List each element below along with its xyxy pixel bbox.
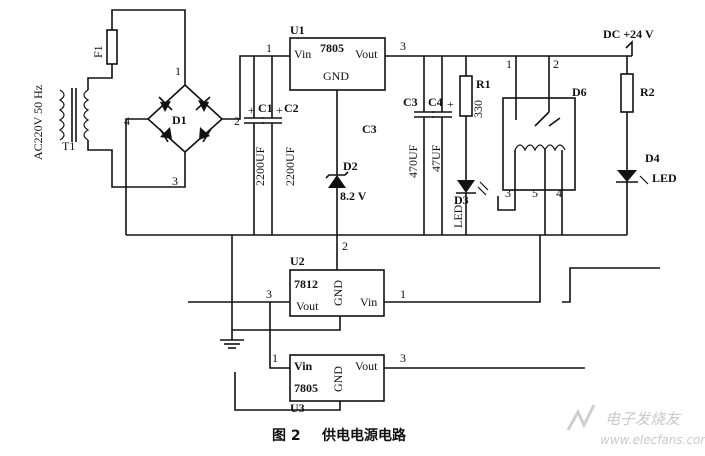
u2-pin1: 1 — [400, 287, 406, 301]
relay-pin3: 3 — [505, 186, 511, 200]
d6-ref: D6 — [572, 85, 587, 99]
c3-value: 470UF — [406, 144, 420, 178]
capacitor-c2 — [262, 56, 282, 235]
watermark-url: www.elecfans.com — [600, 433, 705, 447]
relay-coil — [514, 144, 566, 152]
regulator-u2 — [289, 269, 385, 317]
u3-pin3: 3 — [400, 351, 406, 365]
u2-ref: U2 — [290, 254, 305, 268]
bridge-pin-3: 3 — [172, 174, 178, 188]
r2-ref: R2 — [640, 85, 655, 99]
dc-arrow — [625, 40, 633, 56]
u3-vout: Vout — [355, 359, 378, 373]
relay-pin5: 5 — [532, 186, 538, 200]
watermark-logo — [566, 404, 596, 431]
svg-text:+: + — [447, 97, 454, 111]
c1-label: C1 — [258, 101, 273, 115]
u3-gnd: GND — [331, 366, 345, 392]
wire-bridge-pos — [222, 55, 290, 120]
bridge-pin-4: 4 — [124, 114, 130, 128]
resistor-r2 — [620, 73, 634, 113]
capacitor-c1 — [244, 56, 264, 235]
u3-pin1: 1 — [272, 351, 278, 365]
c4-value: 47UF — [429, 144, 443, 172]
relay-contact — [534, 111, 550, 127]
u1-pin3: 3 — [400, 39, 406, 53]
u3-ref: U3 — [290, 401, 305, 415]
d2-value: 8.2 V — [340, 189, 367, 203]
figure-title: 供电电源电路 — [321, 427, 407, 444]
fuse-f1 — [106, 29, 118, 65]
d4-ref: D4 — [645, 151, 660, 165]
c2-value: 2200UF — [283, 146, 297, 186]
u1-ref: U1 — [290, 23, 305, 37]
bridge-rectifier-d1 — [146, 83, 224, 154]
u2-vin: Vin — [360, 295, 377, 309]
d2-pin2: 2 — [342, 239, 348, 253]
bridge-pin-1: 1 — [175, 64, 181, 78]
regulator-u3 — [289, 354, 385, 402]
wire-secondary-bottom — [87, 140, 186, 188]
c3-label: C3 — [403, 95, 418, 109]
relay-pin4: 4 — [556, 186, 562, 200]
transformer-t1 — [58, 88, 90, 142]
d3-value: LED — [451, 204, 465, 228]
f1-label: F1 — [91, 45, 105, 58]
capacitor-c4 — [432, 56, 452, 235]
d3-ref: D3 — [454, 193, 469, 207]
d1-label: D1 — [172, 113, 187, 127]
zener-d2 — [325, 171, 349, 188]
ground-symbol — [220, 339, 244, 349]
relay-d6 — [502, 97, 576, 191]
capacitor-c3 — [414, 56, 434, 235]
u3-vin: Vin — [294, 359, 313, 373]
d2-ref: D2 — [343, 159, 358, 173]
svg-text:+: + — [276, 103, 283, 117]
u3-part: 7805 — [294, 381, 318, 395]
c3-mid-label: C3 — [362, 122, 377, 136]
watermark-brand: 电子发烧友 — [605, 410, 682, 428]
u2-vout: Vout — [296, 299, 319, 313]
t1-label: T1 — [62, 139, 75, 153]
figure-number: 图 2 — [272, 428, 301, 444]
u1-vin: Vin — [294, 47, 311, 61]
led-d4 — [616, 170, 649, 185]
c2-label: C2 — [284, 101, 299, 115]
r1-value: 330 — [471, 100, 485, 118]
bridge-pin-2: 2 — [234, 114, 240, 128]
u1-part: 7805 — [320, 41, 344, 55]
d4-value: LED — [652, 171, 677, 185]
dc-24v-label: DC +24 V — [603, 27, 654, 41]
wire-bridge-neg — [125, 118, 148, 235]
c4-label: C4 — [428, 95, 443, 109]
svg-text:+: + — [248, 103, 255, 117]
relay-pin1: 1 — [506, 57, 512, 71]
u1-gnd: GND — [323, 69, 349, 83]
r1-ref: R1 — [476, 77, 491, 91]
ac-input-label: AC220V 50 Hz — [31, 85, 45, 160]
u2-part: 7812 — [294, 277, 318, 291]
u2-gnd: GND — [331, 280, 345, 306]
u1-vout: Vout — [355, 47, 378, 61]
regulator-u1 — [289, 37, 386, 91]
u2-pin3: 3 — [266, 287, 272, 301]
u1-pin1: 1 — [266, 41, 272, 55]
relay-pin2: 2 — [553, 57, 559, 71]
c1-value: 2200UF — [253, 146, 267, 186]
